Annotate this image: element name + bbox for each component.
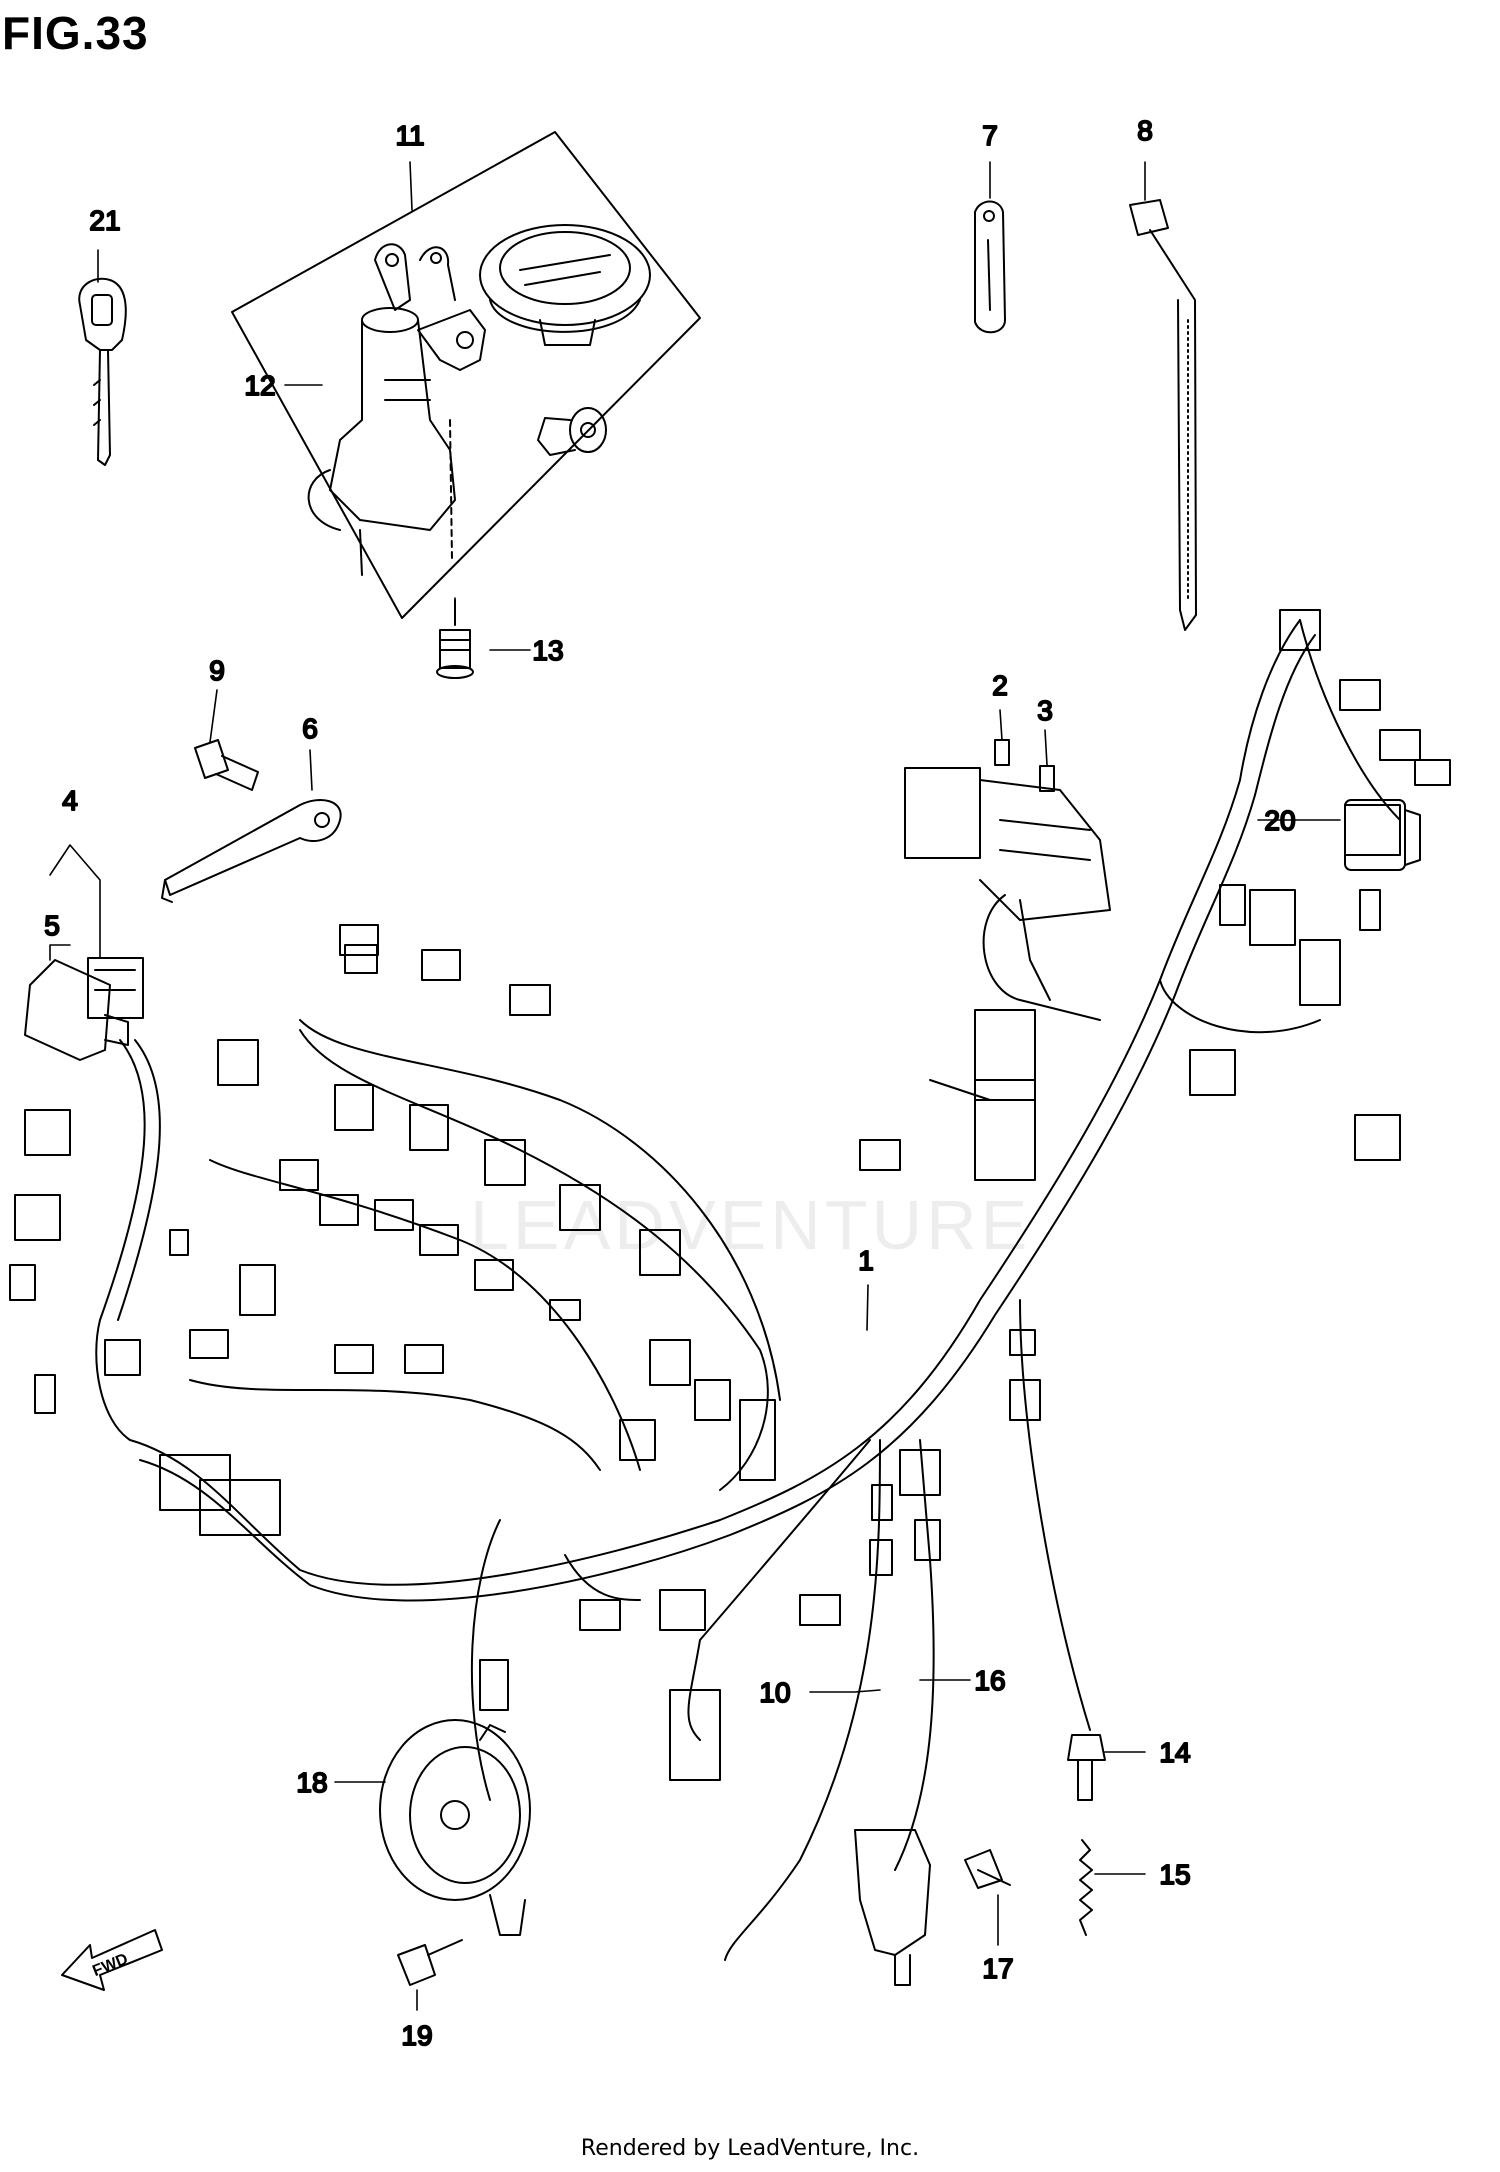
bolt-17-icon [964, 1849, 1011, 1889]
ignition-set-box [231, 131, 701, 619]
callout-1: 1 [858, 1245, 874, 1276]
screw-icon [436, 599, 474, 679]
connector-cover-icon [24, 957, 144, 1061]
spring-icon [1079, 1839, 1093, 1936]
callout-15: 15 [1159, 1859, 1190, 1890]
clamp-icon [974, 200, 1006, 334]
callout-10: 10 [759, 1677, 790, 1708]
sensor-icon [854, 1829, 931, 1986]
fwd-arrow-icon: FWD [61, 1929, 163, 1991]
callout-21: 21 [89, 205, 120, 236]
key-icon [78, 277, 127, 466]
callout-5: 5 [44, 910, 60, 941]
callout-4: 4 [62, 785, 78, 816]
callout-8: 8 [1137, 115, 1153, 146]
callout-20: 20 [1264, 805, 1295, 836]
relay-icon [1344, 799, 1421, 871]
callout-19: 19 [401, 2020, 432, 2051]
callout-11: 11 [395, 120, 424, 151]
callout-9: 9 [209, 655, 225, 686]
switch-icon [1067, 1734, 1106, 1801]
wiring-harness-icon [95, 619, 1401, 1961]
callout-18: 18 [296, 1767, 327, 1798]
callout-7: 7 [982, 120, 998, 151]
callout-2: 2 [992, 670, 1008, 701]
cable-tie-icon [1129, 199, 1197, 631]
callouts: 1 2 3 4 5 6 7 8 9 10 11 12 13 14 15 16 1… [43, 114, 1296, 2052]
callout-13: 13 [532, 635, 563, 666]
horn-icon [379, 1719, 531, 1936]
figure-title: FIG.33 [2, 7, 149, 59]
bolt-19-icon [397, 1939, 463, 1986]
bolt-icon [194, 739, 259, 791]
leader-lines [49, 161, 1341, 2011]
watermark: LEADVENTURE [470, 1186, 1032, 1264]
callout-12: 12 [244, 370, 275, 401]
harness-connectors [9, 609, 1451, 1781]
ground-lead-icon [161, 799, 342, 903]
ignition-switch-icon [307, 243, 486, 576]
fuse-box-icon [904, 739, 1111, 921]
callout-14: 14 [1159, 1737, 1190, 1768]
footer-credit: Rendered by LeadVenture, Inc. [580, 2136, 920, 2161]
callout-16: 16 [974, 1665, 1005, 1696]
callout-17: 17 [982, 1953, 1013, 1984]
callout-3: 3 [1037, 695, 1053, 726]
fuel-cap-icon [479, 224, 651, 346]
lock-cylinder-icon [537, 407, 607, 456]
callout-6: 6 [302, 713, 318, 744]
